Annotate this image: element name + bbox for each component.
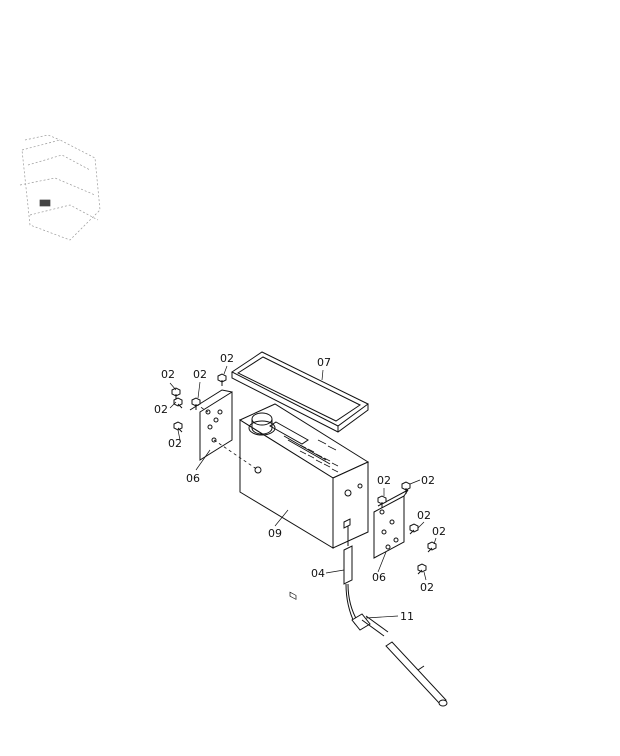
machine-location-thumbnail xyxy=(19,134,101,241)
part-tray xyxy=(231,351,369,433)
callout-02: 02 xyxy=(421,474,435,487)
callout-11: 11 xyxy=(400,610,414,623)
callout-02: 02 xyxy=(161,368,175,381)
part-bolts xyxy=(171,373,437,575)
part-probe-rod xyxy=(385,641,448,707)
part-bracket-right xyxy=(373,489,409,559)
callout-02: 02 xyxy=(377,474,391,487)
callout-06: 06 xyxy=(186,472,200,485)
callout-02: 02 xyxy=(193,368,207,381)
callout-04: 04 xyxy=(311,567,325,580)
callout-02: 02 xyxy=(420,581,434,594)
callout-06: 06 xyxy=(372,571,386,584)
callout-02: 02 xyxy=(154,403,168,416)
part-bracket-left xyxy=(189,389,259,471)
callout-02: 02 xyxy=(168,437,182,450)
callout-02: 02 xyxy=(417,509,431,522)
callout-02: 02 xyxy=(220,352,234,365)
part-controller-box xyxy=(238,403,370,600)
callout-09: 09 xyxy=(268,527,282,540)
leader-lines xyxy=(169,365,437,619)
part-connector-cable xyxy=(343,526,389,637)
callout-07: 07 xyxy=(317,356,331,369)
callout-02: 02 xyxy=(432,525,446,538)
callout-labels: 02 02 02 02 02 07 06 09 02 02 02 02 02 0… xyxy=(154,352,446,623)
